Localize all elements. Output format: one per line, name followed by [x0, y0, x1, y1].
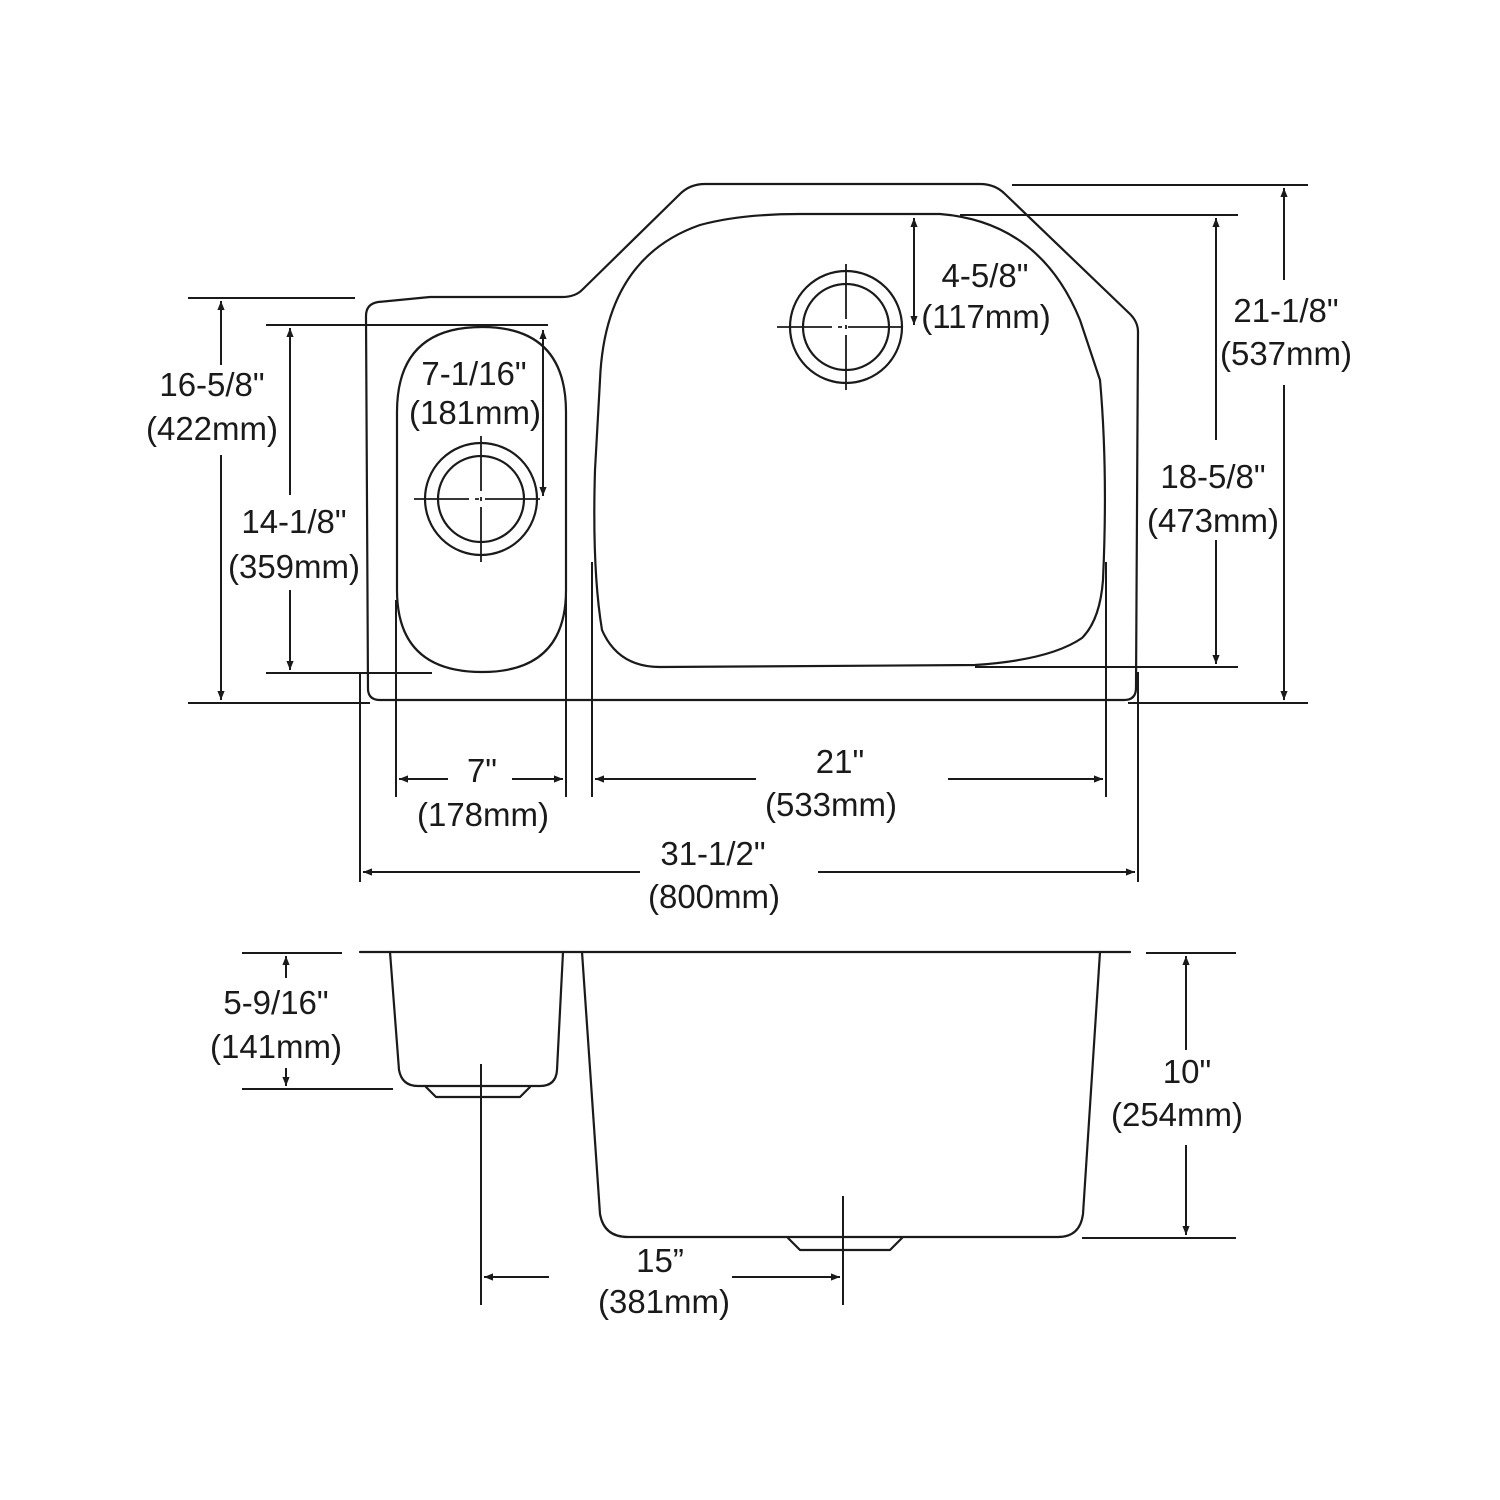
dim-overall-width-metric: (800mm) [648, 878, 780, 915]
dim-large-drain-offset-metric: (117mm) [921, 298, 1051, 335]
dim-small-width-metric: (178mm) [417, 796, 549, 833]
large-drain-flange [786, 1236, 904, 1252]
dim-overall-depth-right-metric: (537mm) [1220, 335, 1352, 372]
dim-drain-distance-metric: (381mm) [598, 1283, 730, 1320]
dim-large-depth-metric: (473mm) [1147, 502, 1279, 539]
dim-overall-depth-left-metric: (422mm) [146, 410, 278, 447]
dim-large-height-imperial: 10" [1163, 1053, 1211, 1090]
dim-small-height-metric: (141mm) [210, 1028, 342, 1065]
dim-overall-depth-right-imperial: 21-1/8" [1233, 292, 1338, 329]
dim-small-width-imperial: 7" [467, 752, 497, 789]
front-view: 5-9/16" (141mm) 10" (254mm) 15” (381mm) [210, 950, 1243, 1320]
dim-overall-width-imperial: 31-1/2" [660, 835, 765, 872]
dim-large-drain-offset-imperial: 4-5/8" [942, 257, 1029, 294]
large-bowl-outline [593, 212, 1107, 669]
sink-outer-outline [364, 182, 1140, 702]
dim-small-depth-imperial: 14-1/8" [241, 503, 346, 540]
dim-overall-depth-left-imperial: 16-5/8" [159, 366, 264, 403]
dim-large-width-metric: (533mm) [765, 786, 897, 823]
dim-small-depth-metric: (359mm) [228, 548, 360, 585]
dim-small-drain-offset-imperial: 7-1/16" [421, 355, 526, 392]
dim-large-height-metric: (254mm) [1111, 1096, 1243, 1133]
dim-large-depth-imperial: 18-5/8" [1160, 458, 1265, 495]
small-drain-flange [424, 1085, 532, 1099]
dim-small-height-imperial: 5-9/16" [223, 984, 328, 1021]
dim-drain-distance-imperial: 15” [636, 1242, 684, 1279]
top-view: 16-5/8" (422mm) 14-1/8" (359mm) 7-1/16" … [146, 182, 1352, 915]
dim-large-width-imperial: 21" [816, 743, 864, 780]
large-bowl-profile [580, 950, 1102, 1239]
dim-small-drain-offset-metric: (181mm) [409, 394, 541, 431]
small-bowl-profile [388, 950, 565, 1088]
